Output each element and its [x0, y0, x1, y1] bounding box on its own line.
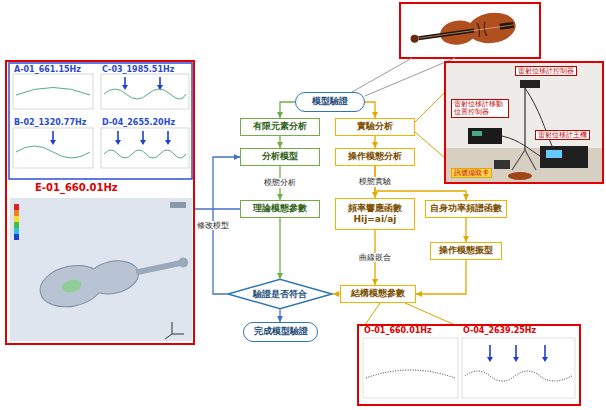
fe-result-panel: E-01_660.01Hz A-01_661.15HzC-03_1985.51Hz… — [5, 60, 195, 345]
connector — [365, 102, 375, 118]
mode-thumbnail: A-01_661.15Hz — [12, 65, 98, 115]
mode-thumbnail: O-01_660.01Hz — [362, 326, 460, 400]
node-text: 結構模態參數 — [351, 288, 405, 299]
node-text: 完成模型驗證 — [254, 326, 308, 337]
photo-callout: 雷射位移計移動位置控制器 — [451, 99, 509, 118]
photo-callout: 雷射位移計主機 — [535, 130, 590, 140]
connector — [279, 136, 280, 148]
fe-mode-thumbnails — [9, 63, 192, 179]
connector — [279, 309, 280, 322]
photo-callout: 訊號擷取卡 — [451, 168, 492, 178]
node-text: 操作模態振型 — [439, 245, 493, 256]
node-text: B-02_1320.77Hz — [12, 118, 98, 128]
process-box: 自身功率頻譜函數 — [425, 200, 507, 218]
process-box: 理論模態參數 — [240, 200, 320, 218]
process-box: 有限元素分析 — [240, 118, 320, 136]
node-text: 分析模型 — [262, 151, 298, 162]
node-text: 頻率響應函數 — [348, 203, 402, 214]
connector — [374, 136, 375, 148]
mode-thumbnail: B-02_1320.77Hz — [12, 118, 98, 174]
connector — [279, 218, 280, 279]
edge-label: 模態實驗 — [358, 177, 392, 187]
process-box: 結構模態參數 — [340, 285, 416, 303]
node-text: E-01_660.01Hz — [35, 182, 118, 195]
node-text: 實驗分析 — [357, 121, 393, 132]
connector — [465, 218, 466, 242]
process-box: 操作模態分析 — [335, 148, 415, 166]
mode-thumbnail: D-04_2655.20Hz — [100, 118, 192, 174]
node-text: C-03_1985.51Hz — [100, 65, 192, 75]
formula-text: Hij=ai/aj — [354, 214, 397, 225]
connector — [195, 208, 240, 209]
measured-mode-panel — [358, 325, 580, 405]
edge-label: 模態分析 — [263, 178, 297, 188]
connector — [416, 260, 466, 294]
node-text: 操作模態分析 — [348, 151, 402, 162]
node-text: O-04_2639.25Hz — [461, 326, 576, 336]
decision-diamond: 驗證是否符合 — [227, 279, 333, 309]
process-box: 頻率響應函數Hij=ai/aj — [335, 198, 415, 230]
node-text: 模型驗證 — [312, 96, 348, 107]
violin-photo — [400, 3, 540, 58]
end-terminal: 完成模型驗證 — [243, 322, 318, 342]
photo-callout: 雷射位移計控制器 — [515, 66, 577, 76]
node-text: 有限元素分析 — [253, 121, 307, 132]
node-text: 自身功率頻譜函數 — [430, 203, 502, 214]
mode-thumbnail: O-04_2639.25Hz — [461, 326, 576, 400]
process-box: 分析模型 — [240, 148, 320, 166]
node-text: O-01_660.01Hz — [362, 326, 460, 336]
process-box: 操作模態振型 — [430, 242, 502, 260]
connector — [333, 293, 340, 294]
node-text: 理論模態參數 — [253, 203, 307, 214]
lab-photo — [445, 62, 603, 183]
node-text: A-01_661.15Hz — [12, 65, 98, 75]
connector — [280, 102, 295, 118]
fe-violin-model — [10, 198, 192, 341]
process-box: 實驗分析 — [335, 118, 415, 136]
node-text: D-04_2655.20Hz — [100, 118, 192, 128]
edge-label: 修改模型 — [196, 221, 230, 231]
node-text: 驗證是否符合 — [253, 289, 307, 300]
mode-thumbnail: C-03_1985.51Hz — [100, 65, 192, 115]
edge-label: 曲線嵌合 — [358, 253, 392, 263]
start-terminal: 模型驗證 — [295, 92, 365, 112]
